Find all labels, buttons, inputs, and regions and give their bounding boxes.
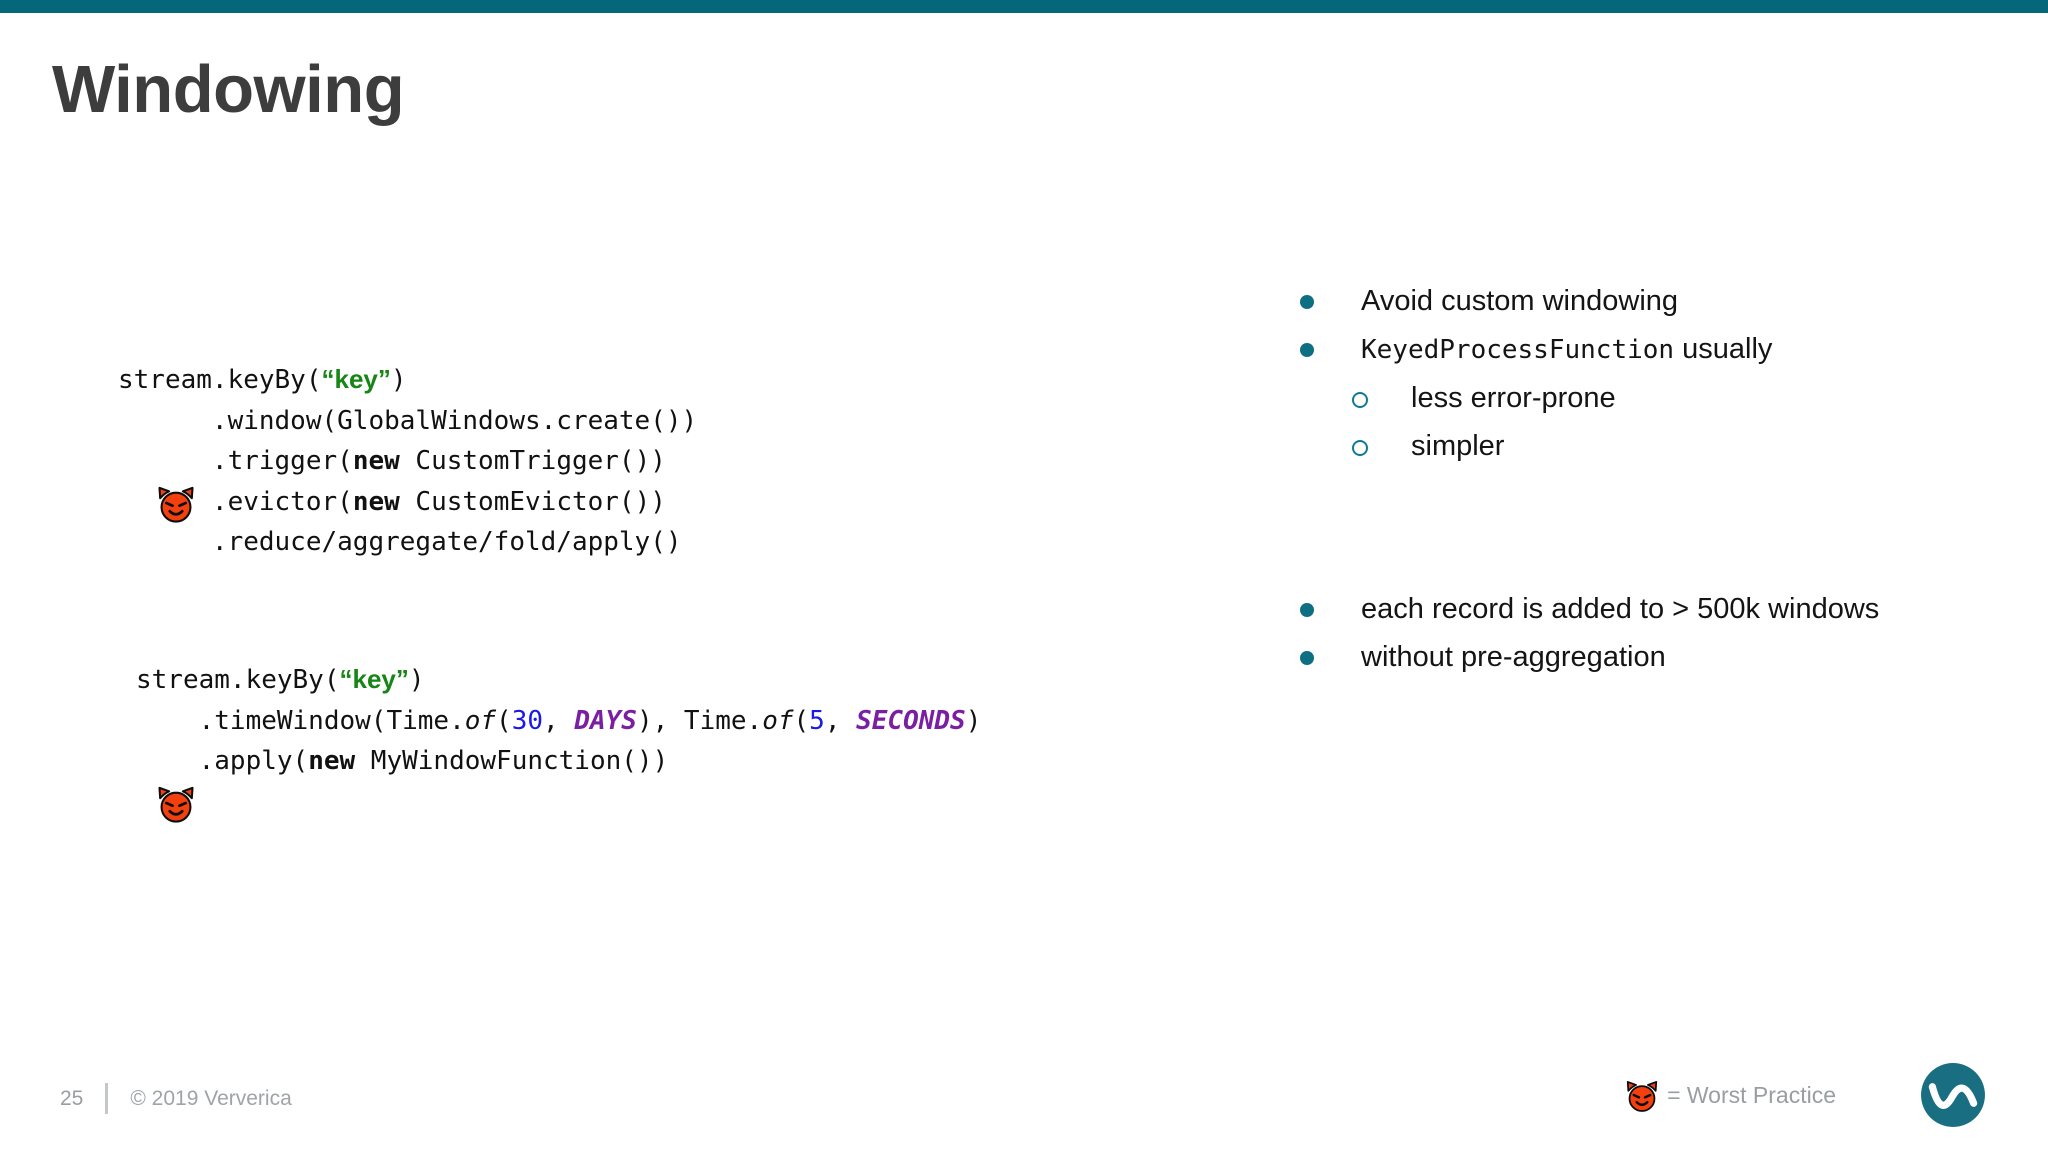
page-title: Windowing xyxy=(52,52,405,127)
ververica-logo-icon xyxy=(1920,1062,1986,1128)
footer-left: 25 © 2019 Ververica xyxy=(60,1083,292,1114)
code-token: new xyxy=(308,746,356,776)
code-token: , xyxy=(543,705,575,736)
code-line: .apply(new MyWindowFunction()) xyxy=(136,741,981,782)
list-item: Avoid custom windowing xyxy=(1300,278,1960,324)
list-item: KeyedProcessFunction usually xyxy=(1300,326,1960,373)
code-token: DAYS xyxy=(574,705,637,736)
list-item-label: without pre-aggregation xyxy=(1361,634,1960,680)
list-item-text: usually xyxy=(1674,333,1773,365)
sub-bullet-icon xyxy=(1352,392,1368,408)
bullet-icon xyxy=(1300,651,1314,665)
bullet-icon xyxy=(1300,603,1314,617)
code-token: ), Time. xyxy=(636,705,763,736)
code-row: stream.keyBy(“key”) .window(GlobalWindow… xyxy=(60,359,697,563)
top-accent-bar xyxy=(0,0,2048,13)
list-item-label: Avoid custom windowing xyxy=(1361,278,1960,324)
code-token: .reduce/aggregate/fold/apply() xyxy=(118,527,682,557)
code-token: new xyxy=(352,446,400,476)
code-token: ) xyxy=(390,365,407,395)
code-token: .window(GlobalWindows.create()) xyxy=(118,405,698,436)
code-line: .timeWindow(Time.of(30, DAYS), Time.of(5… xyxy=(136,701,982,742)
bullet-icon xyxy=(1300,295,1314,309)
list-item-text: each record is added to > 500k windows xyxy=(1361,593,1880,625)
devil-face-icon xyxy=(1623,1076,1661,1114)
worst-practice-legend: = Worst Practice xyxy=(1623,1076,1836,1114)
bullet-icon xyxy=(1300,343,1314,357)
code-token: .timeWindow(Time. xyxy=(136,705,465,736)
list-item: without pre-aggregation xyxy=(1300,634,1960,680)
sub-bullet-icon xyxy=(1352,440,1368,456)
code-token: CustomTrigger()) xyxy=(399,446,666,476)
code-block-custom-windowing: stream.keyBy(“key”) .window(GlobalWindow… xyxy=(60,278,697,603)
code-line: .trigger(new CustomTrigger()) xyxy=(118,441,697,482)
code-token: stream.keyBy( xyxy=(118,365,322,395)
list-item-text: without pre-aggregation xyxy=(1361,641,1666,673)
list-item-label: each record is added to > 500k windows xyxy=(1361,586,1960,632)
code-token: , xyxy=(824,705,857,736)
code-token: 30 xyxy=(511,705,544,736)
code-line: .window(GlobalWindows.create()) xyxy=(118,401,697,442)
list-item-text: Avoid custom windowing xyxy=(1361,285,1679,317)
code-line: .reduce/aggregate/fold/apply() xyxy=(118,522,697,563)
code-line: stream.keyBy(“key”) xyxy=(118,359,697,401)
worst-practice-marker xyxy=(60,659,194,823)
list-item-label: simpler xyxy=(1411,423,1960,469)
code-block-timewindow: stream.keyBy(“key”) .timeWindow(Time.of(… xyxy=(60,578,981,825)
code-token: of xyxy=(762,705,794,736)
code-lines-1: stream.keyBy(“key”) .window(GlobalWindow… xyxy=(118,359,697,563)
list-item-text: simpler xyxy=(1411,430,1505,462)
bullet-list-drawbacks: each record is added to > 500k windows wi… xyxy=(1300,586,1960,682)
list-item: simpler xyxy=(1300,423,1960,469)
code-line: .evictor(new CustomEvictor()) xyxy=(118,482,697,523)
code-token: ) xyxy=(408,665,425,695)
code-line: stream.keyBy(“key”) xyxy=(136,659,981,701)
legend-label: = Worst Practice xyxy=(1667,1081,1836,1108)
code-token: .apply( xyxy=(136,746,309,776)
code-token: “key” xyxy=(339,664,409,694)
code-token: stream.keyBy( xyxy=(136,665,340,695)
list-item: each record is added to > 500k windows xyxy=(1300,586,1960,632)
list-item-text: less error-prone xyxy=(1411,382,1616,414)
code-token: ) xyxy=(965,705,982,736)
code-token: of xyxy=(464,705,497,736)
code-token: SECONDS xyxy=(856,705,966,736)
worst-practice-marker xyxy=(60,359,194,523)
copyright-notice: © 2019 Ververica xyxy=(130,1086,292,1110)
list-item: less error-prone xyxy=(1300,375,1960,421)
code-row: stream.keyBy(“key”) .timeWindow(Time.of(… xyxy=(60,659,981,823)
list-item-label: KeyedProcessFunction usually xyxy=(1361,326,1960,373)
code-token: “key” xyxy=(321,364,391,394)
code-token: MyWindowFunction()) xyxy=(355,746,669,776)
code-token: CustomEvictor()) xyxy=(399,486,666,517)
list-item-text: KeyedProcessFunction xyxy=(1361,335,1675,365)
devil-face-icon xyxy=(154,400,198,523)
footer-divider xyxy=(105,1083,109,1114)
devil-face-icon xyxy=(154,700,198,823)
page-number: 25 xyxy=(60,1086,84,1110)
code-token: ( xyxy=(793,705,810,736)
code-token: 5 xyxy=(809,705,825,736)
code-token: ( xyxy=(496,705,512,736)
code-token: .trigger( xyxy=(118,446,353,476)
code-lines-2: stream.keyBy(“key”) .timeWindow(Time.of(… xyxy=(136,659,981,782)
list-item-label: less error-prone xyxy=(1411,375,1960,421)
code-token: new xyxy=(352,486,400,517)
code-token: .evictor( xyxy=(118,486,353,517)
